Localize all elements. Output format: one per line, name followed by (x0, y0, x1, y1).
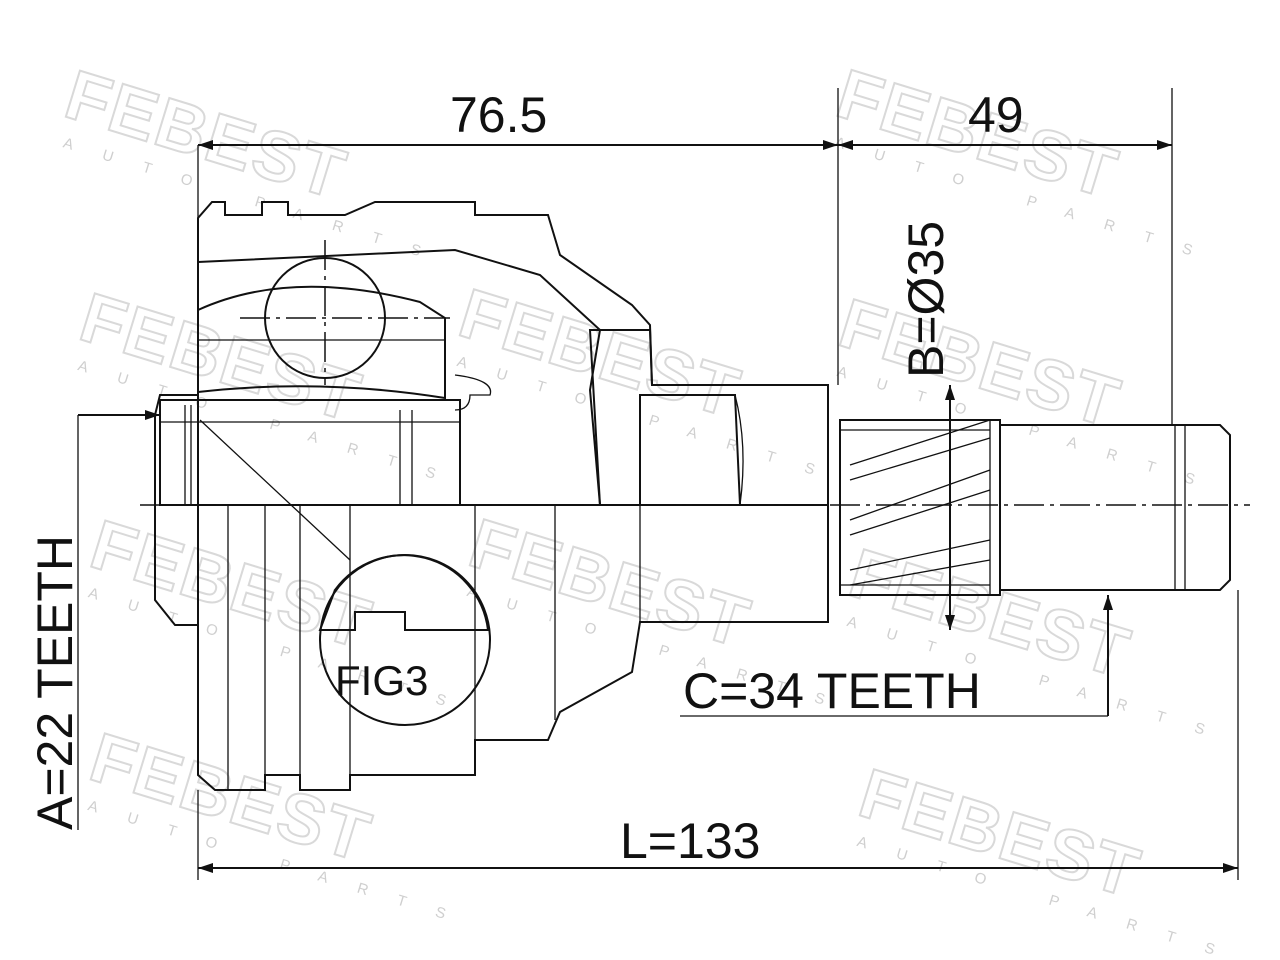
dim-shaft-length: 49 (838, 87, 1173, 425)
dim-shaft-length-label: 49 (968, 87, 1024, 143)
dim-diameter-label: B=Ø35 (898, 221, 954, 378)
dim-outer-teeth: A=22 TEETH (27, 410, 160, 830)
housing-exterior (154, 394, 829, 791)
dim-shaft-teeth-label: C=34 TEETH (683, 663, 981, 719)
dim-total-length: L=133 (197, 590, 1239, 880)
dim-outer-length-label: 76.5 (450, 87, 547, 143)
dim-total-length-label: L=133 (620, 813, 760, 869)
dim-outer-length: 76.5 (197, 87, 839, 385)
dim-diameter: B=Ø35 (898, 221, 955, 630)
dim-outer-teeth-label: A=22 TEETH (27, 535, 83, 830)
fig3-label: FIG3 (335, 657, 428, 704)
dim-shaft-teeth: C=34 TEETH (680, 595, 1113, 719)
fig3-detail: FIG3 (199, 419, 491, 726)
